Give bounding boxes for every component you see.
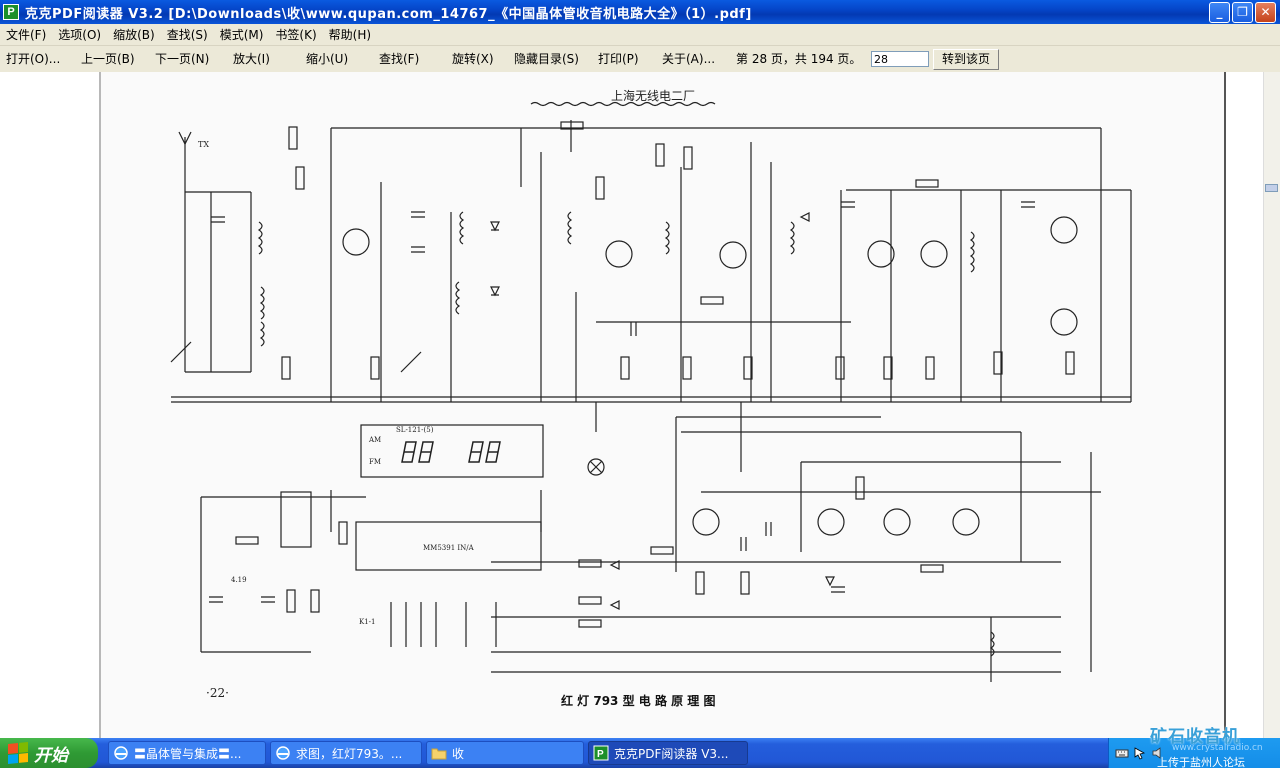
scrollbar-thumb[interactable] xyxy=(1265,184,1278,192)
rotate-button[interactable]: 旋转(X) xyxy=(452,52,494,66)
windows-logo-icon xyxy=(8,741,28,765)
print-button[interactable]: 打印(P) xyxy=(598,52,639,66)
find-button[interactable]: 查找(F) xyxy=(379,52,420,66)
app-icon: P xyxy=(3,4,19,20)
minimize-button[interactable]: _ xyxy=(1209,2,1230,23)
menu-search[interactable]: 查找(S) xyxy=(166,28,208,42)
zoom-in-button[interactable]: 放大(I) xyxy=(233,52,270,66)
menu-zoom[interactable]: 缩放(B) xyxy=(113,28,155,42)
page-number-text: ·22· xyxy=(206,686,229,700)
keyboard-icon[interactable] xyxy=(1115,746,1129,760)
menu-help[interactable]: 帮助(H) xyxy=(328,28,372,42)
prev-page-button[interactable]: 上一页(B) xyxy=(81,52,135,66)
taskbar-item-label: 收 xyxy=(452,746,465,761)
taskbar-item-ie-2[interactable]: 求图，红灯793。... xyxy=(270,741,422,765)
crystal-label: 4.19 xyxy=(231,576,247,584)
menu-file[interactable]: 文件(F) xyxy=(6,28,47,42)
svg-text:P: P xyxy=(597,749,604,760)
page-info-text: 第 28 页，共 194 页。 xyxy=(736,52,862,66)
fm-label: FM xyxy=(369,458,381,466)
start-button[interactable]: 开始 xyxy=(0,738,98,768)
about-button[interactable]: 关于(A)... xyxy=(662,52,716,66)
ie-icon xyxy=(114,746,128,760)
toolbar: 打开(O)... 上一页(B) 下一页(N) 放大(I) 缩小(U) 查找(F)… xyxy=(0,46,1280,72)
taskbar-item-ie-1[interactable]: 〓晶体管与集成〓... xyxy=(108,741,266,765)
am-label: AM xyxy=(368,436,381,444)
keys-label: K1-1 xyxy=(359,618,376,626)
window-title: 克克PDF阅读器 V3.2 [D:\Downloads\收\www.qupan.… xyxy=(25,6,752,22)
hide-toc-button[interactable]: 隐藏目录(S) xyxy=(514,52,579,66)
taskbar-item-label: 克克PDF阅读器 V3... xyxy=(614,746,729,761)
start-label: 开始 xyxy=(34,745,68,766)
taskbar-item-label: 求图，红灯793。... xyxy=(296,746,403,761)
pdf-reader-icon: P xyxy=(593,745,609,761)
watermark-logo: 矿石收音机 xyxy=(1150,727,1240,747)
document-viewport[interactable]: 上海无线电二厂 TX SL-121-(5) AM FM MM5391 IN/A … xyxy=(0,72,1280,738)
watermark-url: www.crystalradio.cn xyxy=(1172,743,1263,753)
goto-page-button[interactable]: 转到该页 xyxy=(933,49,999,70)
speaker-icon[interactable] xyxy=(1151,746,1165,760)
page-number-input[interactable] xyxy=(871,51,929,67)
tray-status-text: 上传于盐州人论坛 xyxy=(1157,756,1245,769)
menu-mode[interactable]: 模式(M) xyxy=(219,28,264,42)
taskbar: 开始 〓晶体管与集成〓... 求图，红灯793。... 收 P 克克PDF阅读器… xyxy=(0,738,1280,769)
scanned-page: 上海无线电二厂 TX SL-121-(5) AM FM MM5391 IN/A … xyxy=(101,72,1224,738)
ic-label: MM5391 IN/A xyxy=(423,544,475,552)
arrow-icon[interactable] xyxy=(1133,746,1147,760)
ie-icon xyxy=(276,746,290,760)
menu-bar: 文件(F) 选项(O) 缩放(B) 查找(S) 模式(M) 书签(K) 帮助(H… xyxy=(0,24,1280,46)
close-button[interactable]: ✕ xyxy=(1255,2,1276,23)
system-tray: 上传于盐州人论坛 xyxy=(1108,738,1280,769)
page-left-edge xyxy=(99,72,101,738)
menu-bookmarks[interactable]: 书签(K) xyxy=(275,28,317,42)
page-right-edge xyxy=(1224,72,1226,738)
zoom-out-button[interactable]: 缩小(U) xyxy=(306,52,349,66)
antenna-label: TX xyxy=(198,140,209,149)
maximize-button[interactable]: ❐ xyxy=(1232,2,1253,23)
display-model-label: SL-121-(5) xyxy=(396,426,434,434)
taskbar-item-folder[interactable]: 收 xyxy=(426,741,584,765)
schematic-diagram: 上海无线电二厂 TX SL-121-(5) AM FM MM5391 IN/A … xyxy=(170,88,1132,708)
title-bar[interactable]: P 克克PDF阅读器 V3.2 [D:\Downloads\收\www.qupa… xyxy=(0,0,1280,24)
next-page-button[interactable]: 下一页(N) xyxy=(155,52,210,66)
taskbar-item-pdf-reader[interactable]: P 克克PDF阅读器 V3... xyxy=(588,741,748,765)
vertical-scrollbar[interactable] xyxy=(1263,72,1280,738)
folder-icon xyxy=(431,748,447,760)
schematic-caption: 红 灯 793 型 电 路 原 理 图 xyxy=(561,693,715,708)
schematic-header: 上海无线电二厂 xyxy=(611,88,695,103)
taskbar-item-label: 〓晶体管与集成〓... xyxy=(134,746,242,761)
open-button[interactable]: 打开(O)... xyxy=(6,52,61,66)
menu-options[interactable]: 选项(O) xyxy=(58,28,102,42)
